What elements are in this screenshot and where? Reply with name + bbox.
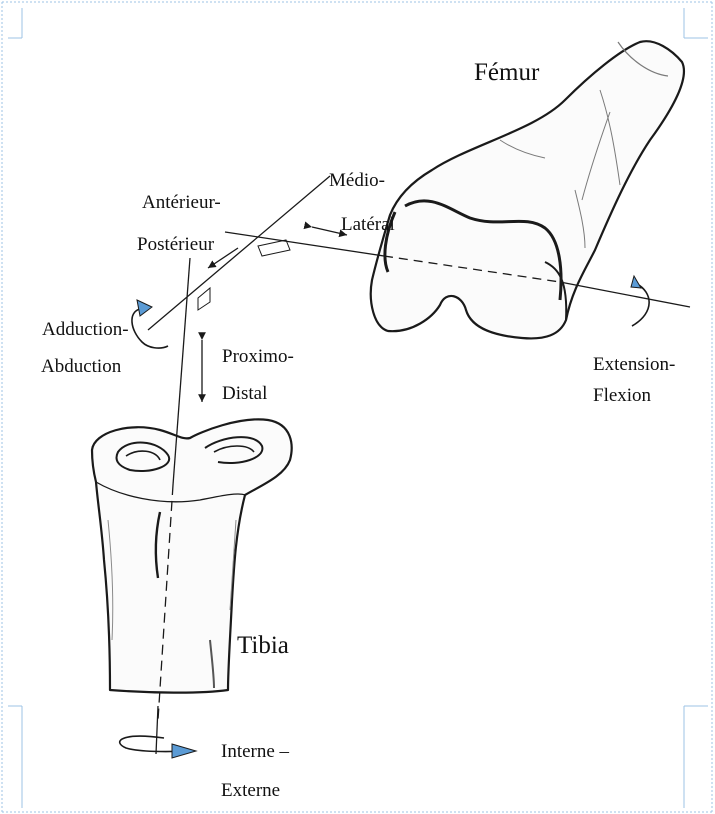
extension-flexion-rotation-arrow xyxy=(632,284,649,326)
interne-externe-label-line2: Externe xyxy=(221,781,280,800)
flexion-axis-right xyxy=(560,282,690,307)
proximo-distal-label-line1: Proximo- xyxy=(222,347,294,366)
adduction-abduction-label-line2: Abduction xyxy=(41,357,121,376)
tibia-label: Tibia xyxy=(237,633,289,658)
medio-lateral-label-line1: Médio- xyxy=(329,171,385,190)
medio-lateral-label-line2: Latéral xyxy=(341,215,395,234)
interne-externe-label-line1: Interne – xyxy=(221,742,289,761)
femur-label: Fémur xyxy=(474,60,539,85)
extension-flexion-label-line1: Extension- xyxy=(593,355,675,374)
anterieur-posterieur-label-line2: Postérieur xyxy=(137,235,214,254)
extension-flexion-label-line2: Flexion xyxy=(593,386,651,405)
proximo-distal-label-line2: Distal xyxy=(222,384,267,403)
adduction-abduction-label-line1: Adduction- xyxy=(42,320,129,339)
anterieur-posterieur-label-line1: Antérieur- xyxy=(142,193,221,212)
